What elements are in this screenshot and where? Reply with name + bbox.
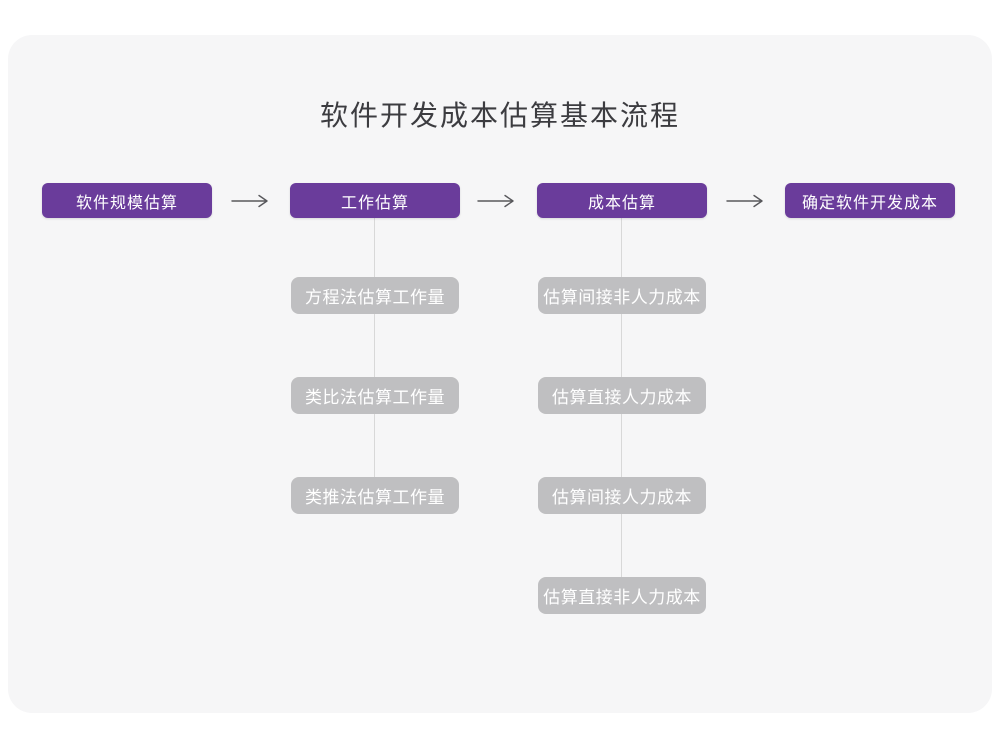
sub-node-indirect-labor-cost: 估算间接人力成本: [538, 477, 706, 514]
flow-node-work-estimation: 工作估算: [290, 183, 460, 218]
sub-node-extrapolation-method: 类推法估算工作量: [291, 477, 459, 514]
sub-node-indirect-nonlabor-cost: 估算间接非人力成本: [538, 277, 706, 314]
sub-node-direct-labor-cost: 估算直接人力成本: [538, 377, 706, 414]
arrow-right-icon: [477, 194, 514, 208]
sub-node-direct-nonlabor-cost: 估算直接非人力成本: [538, 577, 706, 614]
flow-node-determine-dev-cost: 确定软件开发成本: [785, 183, 955, 218]
diagram-title: 软件开发成本估算基本流程: [319, 100, 680, 131]
diagram-card: [8, 35, 992, 713]
sub-node-analogy-method: 类比法估算工作量: [291, 377, 459, 414]
arrow-right-icon: [231, 194, 268, 208]
flow-node-software-scale-estimation: 软件规模估算: [42, 183, 212, 218]
sub-node-equation-method: 方程法估算工作量: [291, 277, 459, 314]
arrow-right-icon: [726, 194, 763, 208]
flow-node-cost-estimation: 成本估算: [537, 183, 707, 218]
connector-line-work: [374, 218, 375, 478]
